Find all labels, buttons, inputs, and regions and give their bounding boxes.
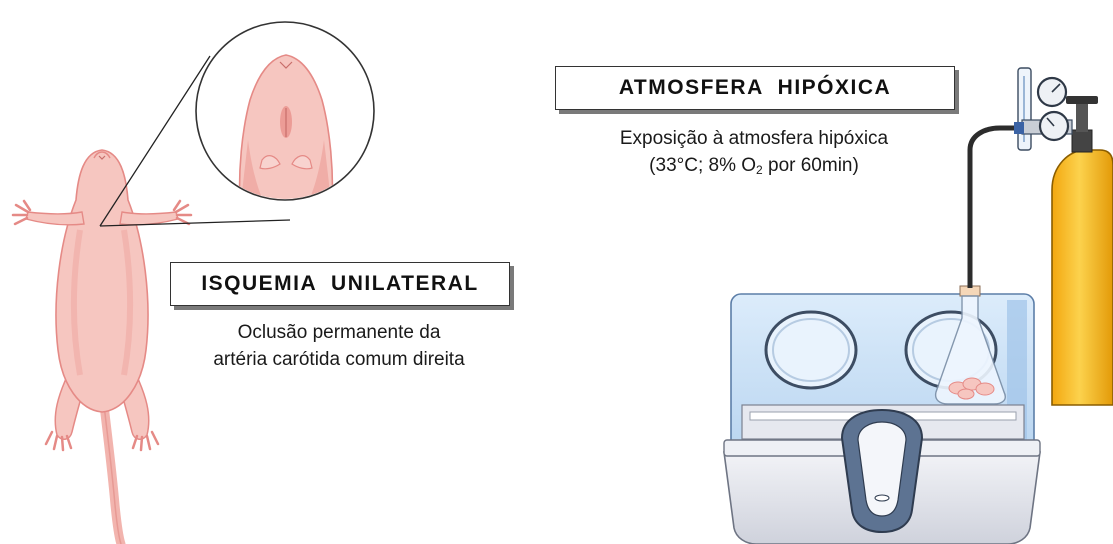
incubator xyxy=(723,293,1041,544)
ischemia-caption: Oclusão permanente da artéria carótida c… xyxy=(160,319,518,373)
hypoxia-caption-line1: Exposição à atmosfera hipóxica xyxy=(619,128,889,149)
hypoxia-caption-line2: (33°C; 8% O2 por 60min) xyxy=(560,152,948,184)
hypoxia-conditions-suffix: por 60min) xyxy=(762,155,859,176)
flask xyxy=(934,285,1006,405)
regulator xyxy=(1014,67,1073,151)
hypoxia-title: ATMOSFERA HIPÓXICA xyxy=(618,76,892,99)
zoom-neck-detail xyxy=(195,21,375,201)
ischemia-caption-line2: artéria carótida comum direita xyxy=(213,349,465,370)
hypoxia-caption: Exposição à atmosfera hipóxica (33°C; 8%… xyxy=(560,125,948,184)
rat-illustration xyxy=(11,149,193,544)
oxygen-subscript: 2 xyxy=(756,163,763,177)
hypoxia-label-box: ATMOSFERA HIPÓXICA xyxy=(555,66,955,110)
ischemia-title: ISQUEMIA UNILATERAL xyxy=(201,272,479,295)
ischemia-caption-line1: Oclusão permanente da xyxy=(237,322,441,343)
zoom-line-top xyxy=(99,55,211,227)
gas-tube xyxy=(967,125,1020,288)
gas-cylinder xyxy=(1051,96,1113,406)
zoom-line-bottom xyxy=(99,219,291,227)
hypoxia-conditions-prefix: (33°C; 8% O xyxy=(649,155,757,176)
ischemia-label-box: ISQUEMIA UNILATERAL xyxy=(170,262,510,306)
